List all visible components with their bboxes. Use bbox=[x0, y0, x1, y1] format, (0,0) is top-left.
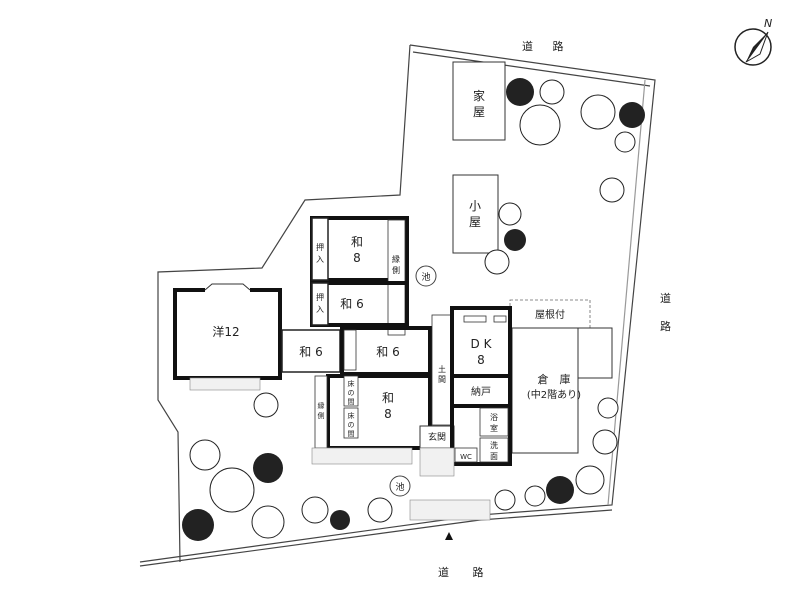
tree-icon bbox=[539, 79, 565, 105]
dk-size: 8 bbox=[477, 353, 485, 367]
tree-icon bbox=[494, 489, 516, 511]
compass-icon: N bbox=[734, 17, 772, 66]
storage-label: 納戸 bbox=[471, 385, 491, 398]
veranda-top bbox=[387, 219, 406, 336]
closet-2-label: 押 bbox=[316, 292, 324, 302]
road-label-right-2: 路 bbox=[660, 320, 671, 333]
tree-icon bbox=[330, 510, 350, 530]
tree-icon bbox=[367, 497, 393, 523]
house-outbuilding bbox=[452, 61, 506, 141]
wash-room bbox=[479, 437, 509, 463]
washitsu-top-label: 和 bbox=[351, 235, 363, 249]
garage-building: 倉 庫 (中2階あり) bbox=[511, 327, 613, 454]
annex-label: 屋根付 bbox=[535, 308, 565, 321]
tree-icon bbox=[519, 104, 561, 146]
western-room-label: 洋12 bbox=[212, 324, 239, 339]
tree-icon bbox=[209, 467, 255, 513]
washitsu-bottom-size: 8 bbox=[384, 407, 392, 421]
pond-2 bbox=[389, 475, 411, 497]
tree-icon bbox=[546, 476, 574, 504]
svg-text:室: 室 bbox=[490, 423, 498, 433]
tokonoma-1-label: 床 bbox=[348, 379, 355, 388]
site-boundary bbox=[139, 44, 656, 567]
house-label-1: 家 bbox=[473, 88, 485, 103]
bath-room bbox=[479, 407, 509, 437]
tree-icon bbox=[484, 249, 510, 275]
washitsu-top-size: 8 bbox=[353, 251, 361, 265]
washitsu-small-label: 和 6 bbox=[299, 345, 322, 359]
tree-icon bbox=[253, 392, 279, 418]
tree-icon bbox=[506, 78, 534, 106]
pond-1 bbox=[415, 265, 437, 287]
closet-1-label: 押 bbox=[316, 242, 324, 252]
wc-room bbox=[454, 447, 478, 463]
svg-text:の: の bbox=[348, 389, 355, 397]
bath-label-1: 浴 bbox=[490, 412, 498, 422]
entry-arrow-icon bbox=[445, 532, 453, 540]
garage-label: 倉 庫 bbox=[538, 372, 571, 386]
tokonoma-2-label: 床 bbox=[348, 411, 355, 420]
tree-icon bbox=[524, 485, 546, 507]
gate-path bbox=[409, 499, 491, 521]
tree-icon bbox=[301, 496, 329, 524]
svg-text:の: の bbox=[348, 421, 355, 429]
washitsu-bottom-label: 和 bbox=[382, 391, 394, 405]
washitsu-mid-label: 和 6 bbox=[340, 297, 363, 311]
pond-2-label: 池 bbox=[395, 481, 404, 493]
tree-icon bbox=[498, 202, 522, 226]
shed-outbuilding bbox=[452, 174, 499, 254]
shed-label-1: 小 bbox=[469, 199, 481, 213]
tree-icon bbox=[619, 102, 645, 128]
veranda-bottom-label: 縁 bbox=[318, 401, 325, 410]
svg-text:入: 入 bbox=[316, 305, 324, 314]
tree-icon bbox=[592, 429, 618, 455]
tree-icon bbox=[189, 439, 221, 471]
svg-text:間: 間 bbox=[348, 398, 355, 406]
north-label: N bbox=[764, 17, 772, 30]
washitsu-middle-label: 和 6 bbox=[376, 345, 399, 359]
tree-icon bbox=[251, 505, 285, 539]
road-label-top: 道 路 bbox=[522, 39, 572, 53]
wc-label: WC bbox=[460, 453, 472, 461]
washitsu-small bbox=[281, 329, 341, 373]
veranda-top-label: 縁 bbox=[392, 254, 400, 264]
svg-text:入: 入 bbox=[316, 255, 324, 264]
main-house: 洋12 和 6 押 入 和 8 縁 側 押 入 和 6 和 6 床 の 間 床 … bbox=[173, 216, 512, 466]
house-label-2: 屋 bbox=[473, 105, 485, 119]
road-label-bottom: 道 路 bbox=[438, 565, 494, 579]
svg-text:面: 面 bbox=[490, 452, 498, 461]
road-label-right-1: 道 bbox=[660, 291, 671, 305]
wash-label-1: 洗 bbox=[490, 440, 498, 450]
tree-icon bbox=[580, 94, 616, 130]
tree-icon bbox=[253, 453, 283, 483]
tree-icon bbox=[575, 465, 605, 495]
washitsu-bottom bbox=[326, 374, 432, 450]
tree-icon bbox=[597, 397, 619, 419]
wet-area bbox=[450, 404, 512, 466]
svg-text:間: 間 bbox=[438, 375, 446, 384]
shed-label-2: 屋 bbox=[469, 215, 481, 229]
stepping-stones bbox=[419, 447, 455, 477]
svg-text:間: 間 bbox=[348, 430, 355, 438]
svg-text:側: 側 bbox=[318, 411, 325, 420]
dk-label: D K bbox=[471, 337, 493, 351]
tree-icon bbox=[599, 177, 625, 203]
trees bbox=[182, 78, 645, 541]
tree-icon bbox=[182, 509, 214, 541]
svg-text:側: 側 bbox=[392, 265, 400, 275]
gravel-south bbox=[311, 447, 413, 465]
tree-icon bbox=[504, 229, 526, 251]
gravel-west bbox=[189, 377, 261, 391]
pond-1-label: 池 bbox=[421, 271, 430, 283]
entrance-label: 玄関 bbox=[428, 431, 446, 443]
earth-floor-label-1: 土 bbox=[438, 364, 446, 374]
tree-icon bbox=[614, 131, 636, 153]
garage-note: (中2階あり) bbox=[527, 388, 581, 401]
